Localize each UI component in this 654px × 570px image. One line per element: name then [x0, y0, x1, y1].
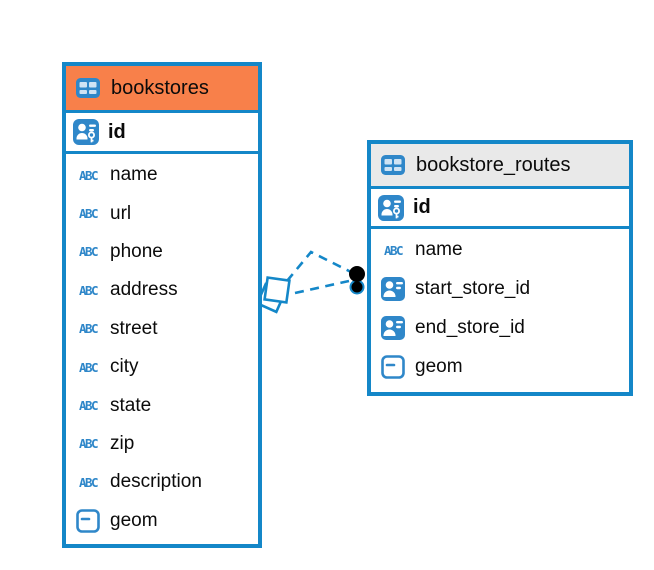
column-row-name[interactable]: ABC name	[74, 156, 258, 194]
text-type-icon: ABC	[78, 474, 99, 490]
text-type-icon: ABC	[78, 321, 99, 337]
relationship-endpoint-dots[interactable]	[349, 266, 365, 295]
relationship-line-2[interactable]	[294, 279, 350, 295]
table-title: bookstores	[111, 76, 209, 99]
primary-key-icon	[377, 194, 405, 222]
primary-key-icon	[72, 118, 100, 146]
column-row-zip[interactable]: ABC zip	[74, 425, 258, 463]
column-row-name[interactable]: ABC name	[379, 231, 629, 270]
column-row-start_store_id[interactable]: start_store_id	[379, 270, 629, 309]
column-name: zip	[110, 432, 135, 454]
column-name: geom	[415, 355, 463, 377]
geometry-type-icon	[74, 508, 102, 533]
primary-key-name: id	[108, 120, 126, 143]
column-name: city	[110, 356, 139, 378]
geometry-type-icon	[379, 354, 407, 379]
primary-key-row[interactable]: id	[371, 186, 629, 229]
table-bookstore-routes[interactable]: bookstore_routes id ABC name start_store_i…	[367, 140, 633, 396]
table-header-bookstore-routes[interactable]: bookstore_routes	[371, 144, 629, 186]
text-type-icon: ABC	[78, 167, 99, 183]
column-row-url[interactable]: ABC url	[74, 194, 258, 232]
text-type-icon: ABC	[78, 244, 99, 260]
text-type-icon: ABC	[78, 436, 99, 452]
table-icon	[74, 75, 102, 101]
column-row-city[interactable]: ABC city	[74, 348, 258, 386]
column-name: name	[110, 164, 158, 186]
column-name: state	[110, 394, 152, 416]
primary-key-row[interactable]: id	[66, 110, 258, 154]
column-row-geom[interactable]: geom	[379, 347, 629, 386]
column-row-end_store_id[interactable]: end_store_id	[379, 309, 629, 348]
column-name: phone	[110, 240, 163, 262]
column-row-description[interactable]: ABC description	[74, 463, 258, 501]
foreign-key-icon	[379, 276, 407, 302]
text-type-icon: ABC	[78, 398, 99, 414]
column-name: street	[110, 317, 158, 339]
column-name: name	[415, 239, 463, 261]
text-type-icon: ABC	[383, 242, 404, 258]
column-name: address	[110, 279, 178, 301]
column-name: description	[110, 471, 202, 493]
text-type-icon: ABC	[78, 206, 99, 222]
column-name: start_store_id	[415, 278, 531, 300]
text-type-icon: ABC	[78, 282, 99, 298]
column-name: url	[110, 202, 132, 224]
primary-key-name: id	[413, 196, 431, 218]
column-row-phone[interactable]: ABC phone	[74, 233, 258, 271]
column-row-geom[interactable]: geom	[74, 502, 258, 540]
column-name: end_store_id	[415, 316, 525, 338]
relationship-line-1[interactable]	[285, 250, 352, 282]
column-name: geom	[110, 509, 158, 531]
column-row-state[interactable]: ABC state	[74, 386, 258, 424]
text-type-icon: ABC	[78, 359, 99, 375]
column-row-address[interactable]: ABC address	[74, 271, 258, 309]
table-header-bookstores[interactable]: bookstores	[66, 66, 258, 110]
table-title: bookstore_routes	[416, 153, 571, 176]
foreign-key-icon	[379, 315, 407, 341]
column-row-street[interactable]: ABC street	[74, 310, 258, 348]
table-icon	[379, 152, 407, 178]
